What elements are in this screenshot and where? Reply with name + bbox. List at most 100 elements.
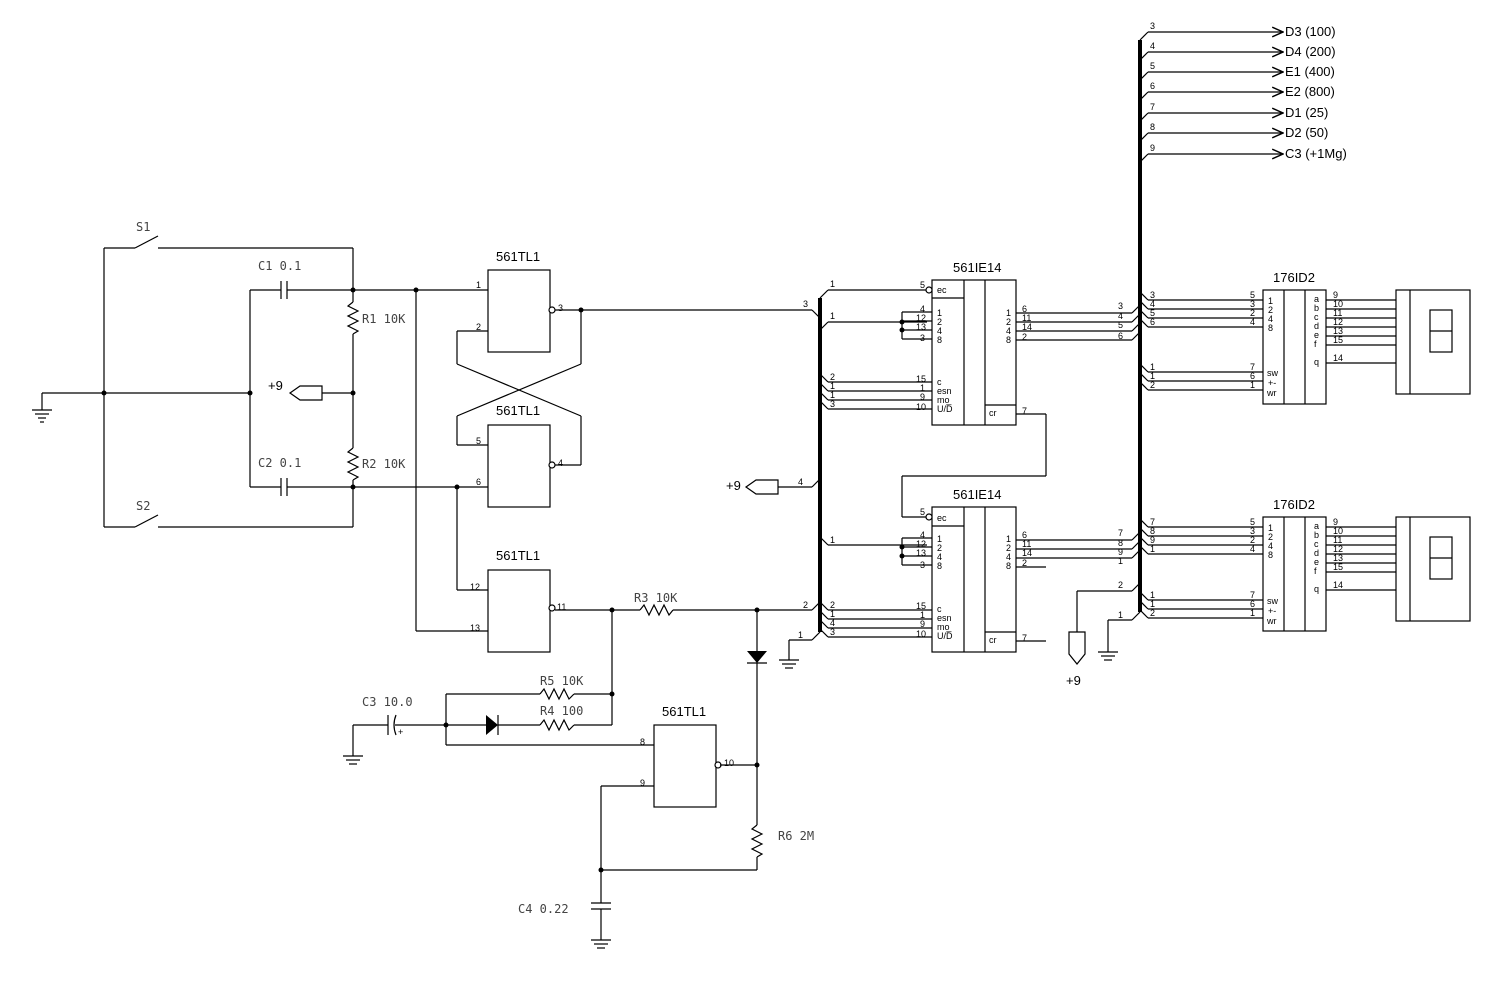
svg-text:q: q — [1314, 584, 1319, 594]
svg-text:8: 8 — [1006, 335, 1011, 345]
svg-text:1: 1 — [830, 381, 835, 391]
display-1 — [1395, 289, 1471, 395]
svg-text:3: 3 — [1250, 526, 1255, 536]
svg-text:f: f — [1314, 566, 1317, 576]
gate-g1: 561TL1 1 2 3 — [476, 249, 563, 353]
right-bus: 3 4 5 6 7 8 9 D3 (100) D4 (200) E1 (400)… — [1066, 21, 1347, 688]
svg-text:7: 7 — [1250, 362, 1255, 372]
output-label-e1: E1 (400) — [1285, 64, 1335, 79]
svg-text:8: 8 — [937, 335, 942, 345]
svg-text:4: 4 — [1006, 552, 1011, 562]
svg-text:2: 2 — [476, 322, 481, 332]
svg-text:sw: sw — [1267, 368, 1279, 378]
svg-text:4: 4 — [1268, 541, 1273, 551]
c1-label: C1 0.1 — [258, 259, 301, 273]
svg-text:4: 4 — [1250, 544, 1255, 554]
svg-text:11: 11 — [1022, 313, 1031, 323]
decoder-1: 176ID2 1 2 4 8 sw +- wr a b c d e f q 5 … — [1250, 270, 1396, 405]
svg-text:15: 15 — [916, 374, 926, 384]
display-2 — [1395, 516, 1471, 622]
svg-text:U/D̅: U/D̅ — [937, 404, 953, 414]
svg-text:mo: mo — [937, 622, 950, 632]
svg-text:12: 12 — [916, 313, 926, 323]
output-label-d3: D3 (100) — [1285, 24, 1336, 39]
svg-text:5: 5 — [1150, 308, 1155, 318]
svg-text:4: 4 — [920, 530, 925, 540]
svg-text:q: q — [1314, 357, 1319, 367]
counter-1: 561IE14 ec 1 2 4 8 c esn mo U/D̅ 1 2 4 8… — [899, 260, 1132, 518]
svg-text:10: 10 — [724, 758, 734, 768]
c3-label: C3 10.0 — [362, 695, 413, 709]
svg-text:esn: esn — [937, 386, 952, 396]
counter-2: 561IE14 ec 1 2 4 8 c esn mo U/D̅ 1 2 4 8… — [899, 487, 1132, 653]
svg-text:10: 10 — [1333, 299, 1343, 309]
svg-text:14: 14 — [1022, 548, 1032, 558]
svg-text:1: 1 — [830, 279, 835, 289]
svg-text:2: 2 — [937, 543, 942, 553]
svg-text:7: 7 — [1150, 102, 1155, 112]
svg-text:5: 5 — [476, 436, 481, 446]
svg-text:6: 6 — [1118, 331, 1123, 341]
svg-text:3: 3 — [830, 627, 835, 637]
svg-text:c: c — [937, 377, 942, 387]
svg-text:1: 1 — [920, 383, 925, 393]
supply-label-right: +9 — [1066, 673, 1081, 688]
svg-text:1: 1 — [1250, 608, 1255, 618]
svg-text:7: 7 — [1118, 528, 1123, 538]
svg-text:6: 6 — [1250, 371, 1255, 381]
svg-text:3: 3 — [1150, 290, 1155, 300]
svg-text:2: 2 — [830, 372, 835, 382]
svg-text:9: 9 — [1150, 143, 1155, 153]
svg-text:c: c — [937, 604, 942, 614]
ground-symbol — [779, 659, 799, 669]
svg-text:13: 13 — [470, 623, 480, 633]
svg-text:5: 5 — [1250, 517, 1255, 527]
switch-s1-label: S1 — [136, 220, 150, 234]
svg-text:14: 14 — [1333, 580, 1343, 590]
svg-text:8: 8 — [1006, 561, 1011, 571]
svg-text:12: 12 — [470, 582, 480, 592]
svg-text:15: 15 — [1333, 335, 1343, 345]
svg-text:2: 2 — [1250, 535, 1255, 545]
svg-text:e: e — [1314, 330, 1319, 340]
decoder-2-title: 176ID2 — [1273, 497, 1315, 512]
svg-text:8: 8 — [1150, 526, 1155, 536]
svg-text:8: 8 — [1268, 323, 1273, 333]
svg-text:11: 11 — [557, 602, 566, 612]
svg-text:4: 4 — [558, 458, 563, 468]
svg-text:14: 14 — [1333, 353, 1343, 363]
svg-text:10: 10 — [916, 629, 926, 639]
svg-text:2: 2 — [1022, 332, 1027, 342]
flipflop-wiring — [456, 307, 821, 466]
svg-text:9: 9 — [1333, 517, 1338, 527]
svg-text:cr: cr — [989, 408, 997, 418]
svg-text:2: 2 — [1250, 308, 1255, 318]
gate-g2-title: 561TL1 — [496, 403, 540, 418]
svg-text:2: 2 — [937, 317, 942, 327]
svg-text:3: 3 — [1118, 301, 1123, 311]
svg-text:1: 1 — [1150, 362, 1155, 372]
svg-text:4: 4 — [1006, 326, 1011, 336]
svg-text:9: 9 — [1333, 290, 1338, 300]
svg-text:1: 1 — [1150, 544, 1155, 554]
svg-text:2: 2 — [1006, 543, 1011, 553]
svg-text:3: 3 — [1150, 21, 1155, 31]
counter-2-title: 561IE14 — [953, 487, 1001, 502]
svg-text:1: 1 — [1150, 590, 1155, 600]
ground-symbol — [591, 939, 611, 949]
r2-label: R2 10K — [362, 457, 406, 471]
svg-text:8: 8 — [640, 737, 645, 747]
svg-text:11: 11 — [1022, 539, 1031, 549]
svg-text:1: 1 — [920, 610, 925, 620]
timer-network: R3 10K R6 2M R5 10K R4 100 — [343, 591, 814, 949]
supply-label-left: +9 — [268, 378, 283, 393]
output-label-e2: E2 (800) — [1285, 84, 1335, 99]
svg-text:esn: esn — [937, 613, 952, 623]
svg-text:4: 4 — [798, 477, 803, 487]
svg-text:b: b — [1314, 530, 1319, 540]
svg-text:4: 4 — [937, 326, 942, 336]
svg-text:1: 1 — [830, 390, 835, 400]
c4-label: C4 0.22 — [518, 902, 569, 916]
svg-text:e: e — [1314, 557, 1319, 567]
svg-text:1: 1 — [1118, 610, 1123, 620]
